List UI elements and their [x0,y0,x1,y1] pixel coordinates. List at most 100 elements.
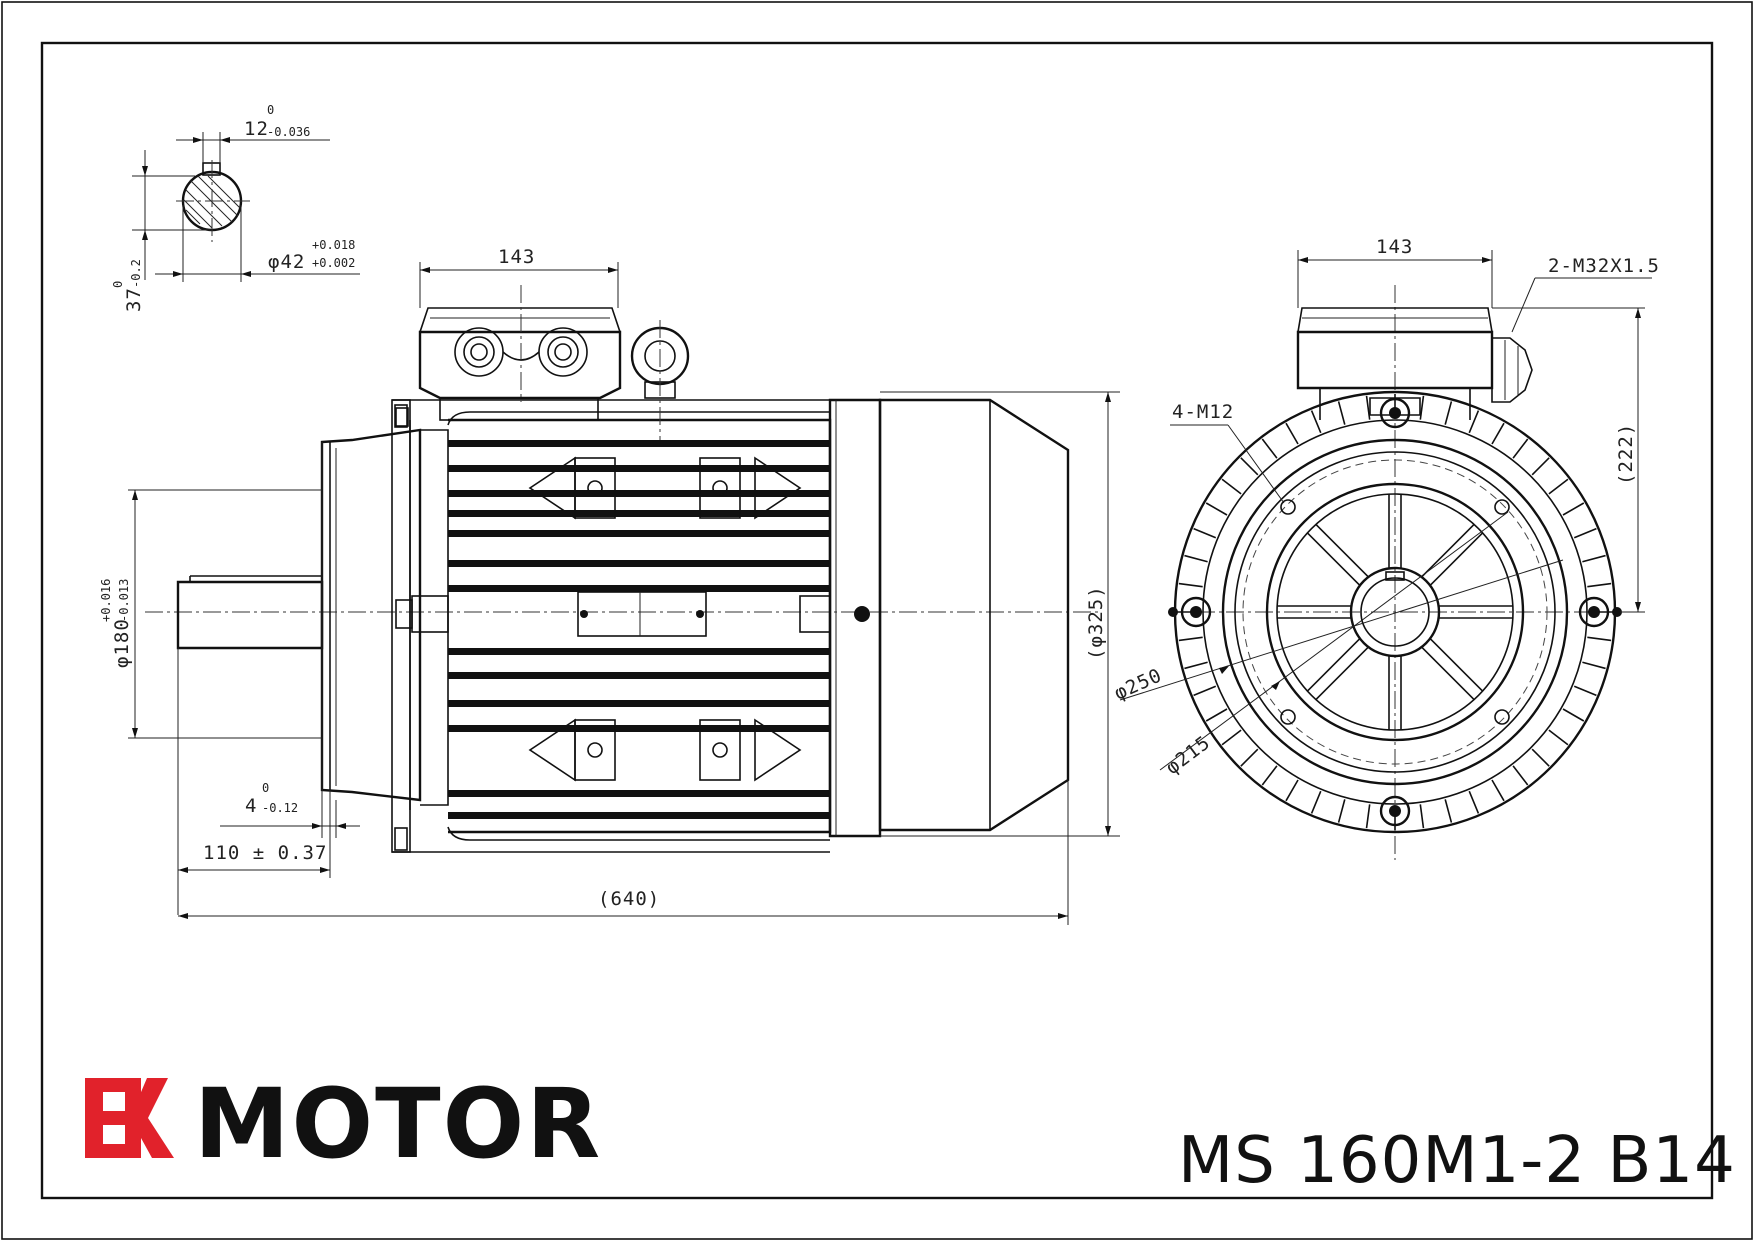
key-width-label: 12 [244,118,269,140]
lifting-lugs-end [1168,397,1622,827]
key-height-tol-upper: 0 [111,281,125,288]
end-fin [1444,799,1453,823]
cable-gland-end [1491,337,1533,403]
terminal-box-width-label: 143 [498,246,535,268]
end-fin [1205,502,1228,516]
cooling-fin [448,560,830,567]
end-fin [1184,554,1208,563]
center-height-label: (222) [1615,423,1637,485]
cable-gland-label: 2-M32X1.5 [1548,255,1660,277]
terminal-box-width-end-label: 143 [1376,236,1413,258]
key-width-tol-upper: 0 [267,103,274,117]
shaft-tol-lower: +0.002 [312,256,355,270]
end-fin [1531,748,1550,767]
end-fin [1562,502,1585,516]
end-fin [1337,401,1346,425]
end-fin [1587,582,1612,588]
end-view-fins [1177,394,1613,830]
spigot-tol-lower: -0.013 [117,579,131,622]
fan-spoke [1306,638,1361,692]
pcd-label: φ215 [1162,731,1215,779]
end-fin [1468,790,1480,814]
fan-spoke [1315,523,1369,578]
fan-spokes [1277,494,1513,730]
cooling-fin [448,648,830,655]
end-fin [1337,799,1346,823]
cooling-fin [448,465,830,472]
end-fin [1548,729,1569,746]
end-fin [1491,422,1505,445]
drawing-border [40,41,1714,1200]
end-fin [1310,790,1322,814]
cooling-fins [448,440,830,819]
end-fin [1178,582,1203,588]
shaft-diameter-label: φ42 [268,251,305,273]
fan-spoke [1306,532,1361,586]
end-fin [1573,685,1597,697]
key-width-tol-lower: -0.036 [267,125,310,139]
side-view-dimensions [128,262,1120,925]
end-fin [1221,729,1242,746]
end-fin [1419,804,1425,829]
end-fin [1444,401,1453,425]
end-fin [1365,804,1371,829]
end-fin [1285,779,1299,802]
flange-diameter-label: φ250 [1111,664,1165,704]
spigot-diameter-label: φ180 [111,618,133,668]
key-height-tol-lower: -0.2 [129,259,143,288]
fan-spoke [1315,646,1369,701]
end-fin [1491,779,1505,802]
cooling-fin [448,440,830,447]
fan-spoke [1421,646,1475,701]
housing-diameter-label: (φ325) [1085,585,1107,660]
end-fin [1261,765,1278,786]
end-fin [1178,636,1203,642]
end-fin [1573,527,1597,539]
spigot-depth-tol-lower: -0.12 [262,801,298,815]
end-fin [1468,410,1480,434]
model-designation: MS 160M1-2 B14 [1178,1124,1736,1198]
cooling-fin [448,490,830,497]
end-fin [1548,478,1569,495]
cooling-fin [448,725,830,732]
end-fin [1310,410,1322,434]
end-view-dimensions [1119,250,1652,771]
end-fin [1261,438,1278,459]
end-fin [1419,395,1425,420]
end-fin [1512,438,1529,459]
cooling-fin [448,510,830,517]
spigot-depth-tol-upper: 0 [262,781,269,795]
cooling-fin [448,812,830,819]
end-fin [1531,457,1550,476]
cooling-fin [448,790,830,797]
shaft-tol-upper: +0.018 [312,238,355,252]
cooling-fin [448,530,830,537]
end-fin [1582,661,1606,670]
end-fin [1285,422,1299,445]
end-fin [1193,527,1217,539]
brand-name: MOTOR [194,1068,602,1180]
end-fin [1512,765,1529,786]
fan-spoke [1429,638,1484,692]
cooling-fin [448,700,830,707]
spigot-tol-upper: +0.016 [99,579,113,622]
cooling-fin [448,585,830,592]
end-fin [1205,708,1228,722]
end-fin [1240,748,1259,767]
brand-logo: MOTOR [85,1068,602,1180]
spigot-depth-label: 4 [245,795,257,817]
fan-spoke [1429,532,1484,586]
key-height-label: 37 [123,287,145,312]
end-fin [1562,708,1585,722]
end-fin [1193,685,1217,697]
motor-side-view [145,285,1100,853]
lifting-eye [630,320,690,440]
end-fin [1221,478,1242,495]
flange-holes-label: 4-M12 [1172,401,1234,423]
cooling-fin [448,672,830,679]
end-fin [1587,636,1612,642]
fan-spoke [1421,523,1475,578]
shaft-length-label: 110 ± 0.37 [203,842,327,864]
